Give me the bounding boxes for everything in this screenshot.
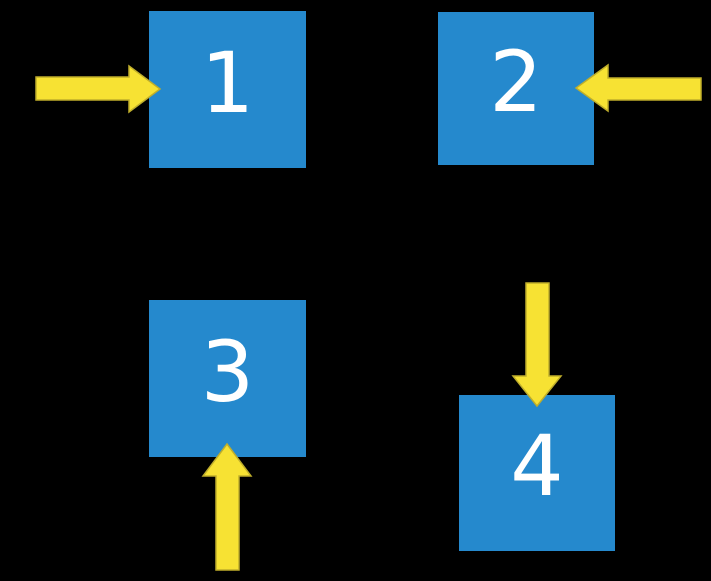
numbered-box-3: 3 xyxy=(149,300,306,457)
numbered-box-1: 1 xyxy=(149,11,306,168)
arrow-up-icon xyxy=(201,442,253,571)
numbered-box-4: 4 xyxy=(459,395,615,551)
box-2-label: 2 xyxy=(489,32,543,131)
arrow-down-icon xyxy=(511,282,563,408)
arrow-right-icon xyxy=(35,64,162,114)
numbered-box-2: 2 xyxy=(438,12,594,165)
box-1-label: 1 xyxy=(200,33,255,132)
box-3-label: 3 xyxy=(200,322,255,421)
box-4-label: 4 xyxy=(510,417,564,515)
arrow-left-icon xyxy=(574,63,702,113)
